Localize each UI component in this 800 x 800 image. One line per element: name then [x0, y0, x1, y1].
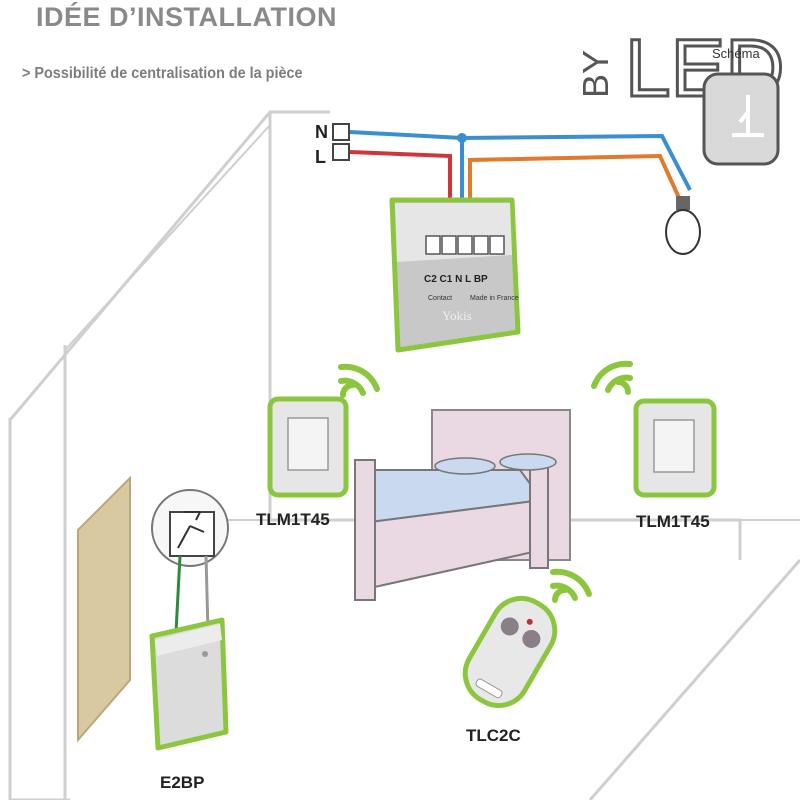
wiring — [349, 130, 692, 205]
transmitter-wires — [174, 555, 210, 633]
wireless-signal-icon — [591, 360, 633, 395]
page-title: IDÉE D’INSTALLATION — [36, 2, 337, 32]
neutral-label: N — [315, 122, 328, 142]
module-brand: Yokis — [442, 308, 472, 323]
logo-by: BY — [575, 50, 616, 98]
flush-box — [151, 489, 229, 567]
bled-logo: BY LED Schéma — [575, 22, 786, 166]
live-label: L — [315, 147, 326, 167]
switch-right — [633, 398, 717, 498]
light-bulb-icon — [665, 196, 701, 255]
transmitter-label: E2BP — [160, 773, 204, 792]
bed — [353, 409, 571, 601]
module-terminal-labels: C2 C1 N L BP — [424, 274, 488, 285]
micromodule: C2 C1 N L BP Contact Made in France Yoki… — [389, 197, 521, 353]
switch-left — [267, 396, 349, 498]
supply-terminals: N L — [315, 122, 350, 167]
remote-label: TLC2C — [466, 726, 521, 745]
schema-badge-label: Schéma — [712, 46, 760, 61]
load-wire — [468, 153, 682, 205]
switch-right-label: TLM1T45 — [636, 512, 710, 531]
module-made-in: Made in France — [470, 295, 519, 302]
page-subtitle: > Possibilité de centralisation de la pi… — [22, 65, 303, 82]
module-small-text: Contact — [428, 295, 452, 302]
wall-panel — [77, 475, 131, 743]
switch-left-label: TLM1T45 — [256, 510, 330, 529]
switch-symbol-icon — [732, 95, 764, 137]
wireless-signal-icon — [338, 363, 380, 398]
neutral-wire — [349, 130, 692, 191]
pushbutton-symbol-icon — [177, 511, 205, 549]
wireless-signal-icon — [550, 568, 592, 603]
remote-tlc2c — [462, 595, 558, 709]
transmitter-e2bp — [149, 617, 229, 751]
live-wire — [349, 150, 452, 205]
